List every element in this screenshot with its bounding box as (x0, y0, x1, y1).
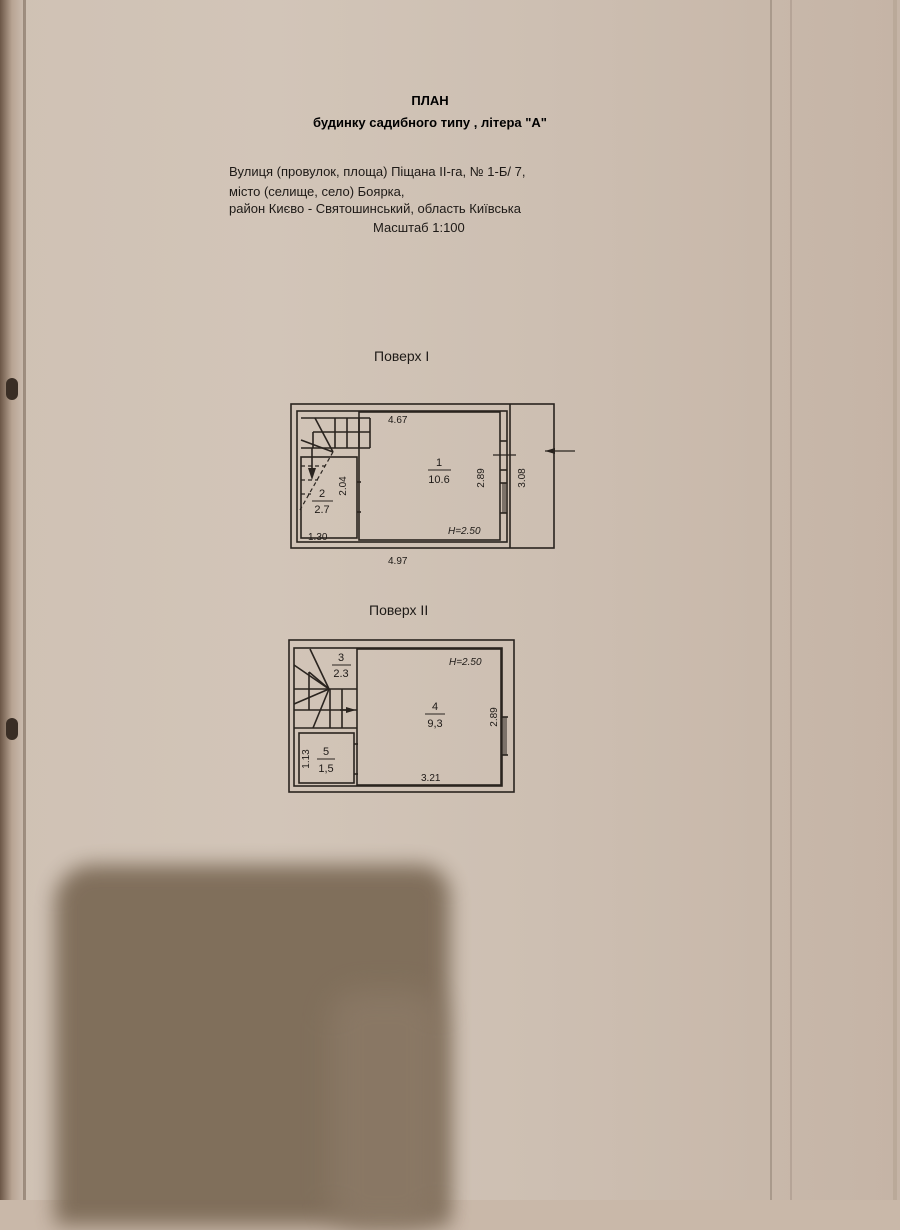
ceiling-height-1: H=2.50 (448, 526, 481, 537)
binding-edge (0, 0, 24, 1200)
floor-2-label: Поверх ІІ (369, 602, 429, 618)
room-5-area: 1,5 (318, 763, 333, 775)
room-1-number: 1 (436, 457, 442, 469)
room-1-area: 10.6 (428, 474, 449, 486)
dim-top-inner: 4.67 (388, 415, 408, 426)
room-3-number: 3 (338, 652, 344, 664)
document-title: ПЛАН (411, 93, 449, 108)
room-4-number: 4 (432, 701, 438, 713)
address-line-2: місто (селище, село) Боярка, (229, 184, 405, 199)
floor-2-plan: 3 2.3 4 9,3 5 1,5 1.13 2.89 H=2.50 3.21 (288, 639, 515, 793)
binding-line (23, 0, 26, 1200)
page-streak (770, 0, 772, 1200)
punch-hole (6, 718, 18, 740)
room-4-area: 9,3 (427, 718, 442, 730)
room-2-area: 2.7 (314, 504, 329, 516)
floor-1-label: Поверх І (374, 348, 430, 364)
room-3-area: 2.3 (333, 668, 348, 680)
punch-hole (6, 378, 18, 400)
photo-shadow (330, 990, 440, 1230)
ceiling-height-2: H=2.50 (449, 657, 482, 668)
floor-1-plan: 4.67 1 10.6 2 2.7 2.04 2.89 3.08 1.30 H=… (290, 403, 575, 567)
room-2-number: 2 (319, 488, 325, 500)
page-edge (893, 0, 897, 1200)
address-line-1: Вулиця (провулок, площа) Піщана ІІ-га, №… (229, 164, 526, 179)
dim-bottom-outer: 4.97 (388, 556, 408, 567)
address-line-3: район Києво - Святошинський, область Киї… (229, 201, 521, 216)
dim-room2-width: 1.30 (308, 532, 328, 543)
page-streak (790, 0, 792, 1200)
dim-room5-height: 1.13 (301, 749, 312, 769)
dim-room1-height: 2.89 (476, 468, 487, 488)
scale-label: Масштаб 1:100 (373, 220, 465, 235)
dim-room2-height: 2.04 (338, 476, 349, 496)
room-5-number: 5 (323, 746, 329, 758)
dim-room4-width: 3.21 (421, 773, 441, 784)
document-subtitle: будинку садибного типу , літера "А" (313, 115, 547, 130)
dim-outer-height: 3.08 (517, 468, 528, 488)
dim-room4-height: 2.89 (489, 707, 500, 727)
